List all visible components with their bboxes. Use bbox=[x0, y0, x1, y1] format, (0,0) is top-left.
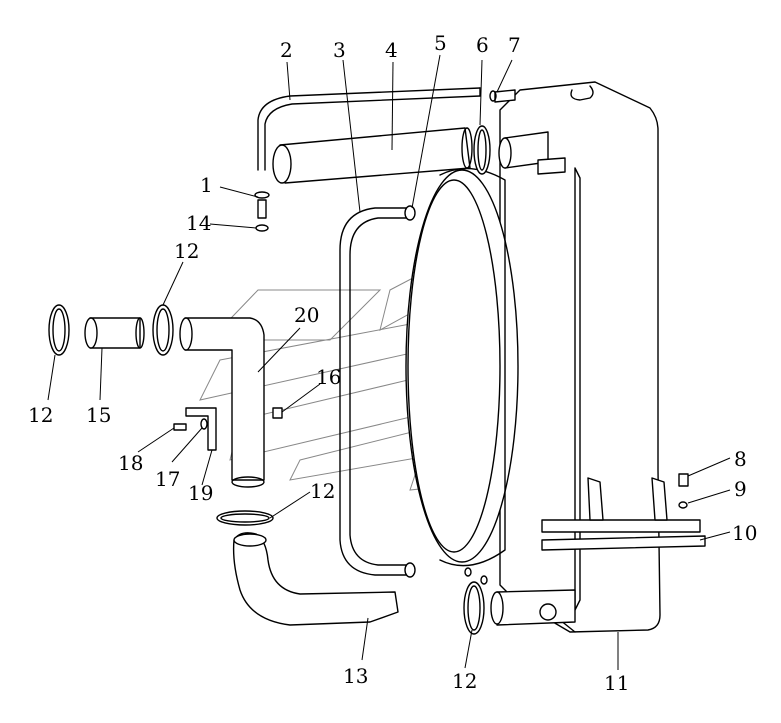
callout-c12a: 12 bbox=[174, 239, 199, 263]
bolt-parts bbox=[678, 473, 689, 509]
callout-c12b: 12 bbox=[28, 403, 53, 427]
callout-c18: 18 bbox=[118, 451, 143, 475]
callout-c19: 19 bbox=[188, 481, 213, 505]
callout-c14: 14 bbox=[186, 211, 211, 235]
leader-lines bbox=[47, 54, 731, 670]
bypass-pipe bbox=[339, 205, 416, 578]
radiator-body bbox=[499, 81, 661, 633]
callout-c20: 20 bbox=[294, 303, 319, 327]
elbow-pipe bbox=[179, 317, 283, 488]
callout-c1: 1 bbox=[200, 173, 213, 197]
callout-c12d: 12 bbox=[452, 669, 477, 693]
callout-c16: 16 bbox=[316, 365, 341, 389]
radiator-inlet bbox=[473, 89, 566, 175]
drain-plug bbox=[254, 191, 270, 232]
callout-c10: 10 bbox=[732, 521, 757, 545]
fan-shroud-ring bbox=[405, 167, 519, 567]
callout-c6: 6 bbox=[476, 33, 489, 57]
callout-c17: 17 bbox=[155, 467, 180, 491]
small-bracket bbox=[173, 407, 217, 451]
left-hose-assembly bbox=[48, 304, 174, 356]
callout-c4: 4 bbox=[385, 38, 398, 62]
upper-hose bbox=[272, 127, 473, 184]
callout-c3: 3 bbox=[333, 38, 346, 62]
callout-c2: 2 bbox=[280, 38, 293, 62]
callout-c7: 7 bbox=[508, 33, 521, 57]
lower-hose-assembly bbox=[216, 510, 399, 626]
callout-c15: 15 bbox=[86, 403, 111, 427]
callout-c8: 8 bbox=[734, 447, 747, 471]
callout-c9: 9 bbox=[734, 477, 747, 501]
callout-c5: 5 bbox=[434, 31, 447, 55]
callout-c12c: 12 bbox=[310, 479, 335, 503]
mounting-bracket bbox=[541, 477, 706, 551]
callout-c13: 13 bbox=[343, 664, 368, 688]
bottom-outlet bbox=[463, 567, 576, 635]
callout-c11: 11 bbox=[604, 671, 629, 695]
